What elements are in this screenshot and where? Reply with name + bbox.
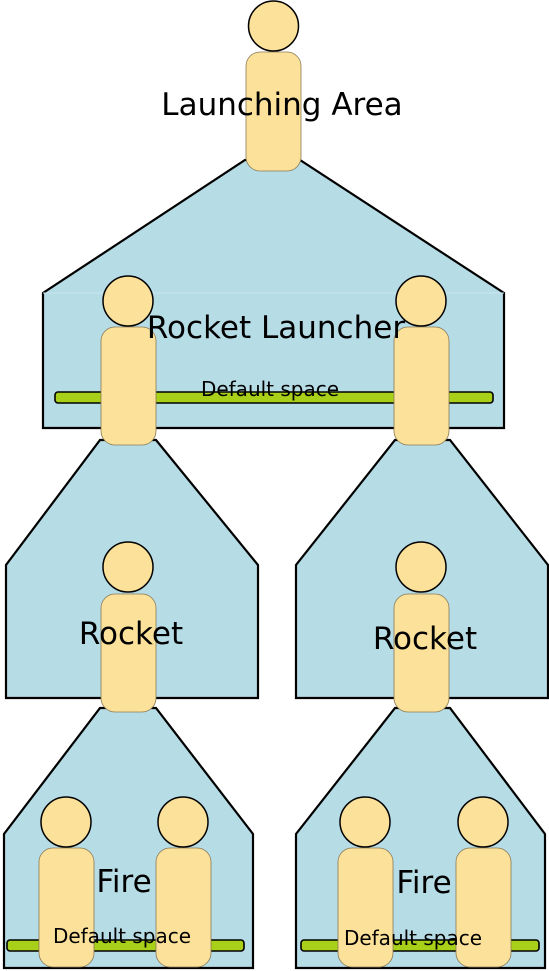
fire-left-space-label: Default space (53, 924, 191, 948)
launching-area-label: Launching Area (161, 87, 402, 123)
rocket-launcher-space-label: Default space (201, 377, 339, 401)
person-icon (393, 275, 450, 446)
rocket-left-label: Rocket (79, 616, 183, 652)
person-icon (245, 0, 302, 172)
person-icon (100, 541, 157, 713)
fire-left-label: Fire (96, 864, 151, 900)
person-icon (337, 796, 394, 968)
person-icon (38, 796, 95, 968)
person-icon (455, 796, 512, 968)
fire-right-space-label: Default space (344, 926, 482, 950)
rocket-right-label: Rocket (373, 621, 477, 657)
person-icon (393, 541, 450, 713)
rocket-launcher-default-space-bar[interactable] (54, 391, 494, 404)
person-icon (155, 796, 212, 968)
fire-right-label: Fire (396, 865, 451, 901)
rocket-launcher-label: Rocket Launcher (147, 310, 405, 346)
person-icon (100, 275, 157, 446)
